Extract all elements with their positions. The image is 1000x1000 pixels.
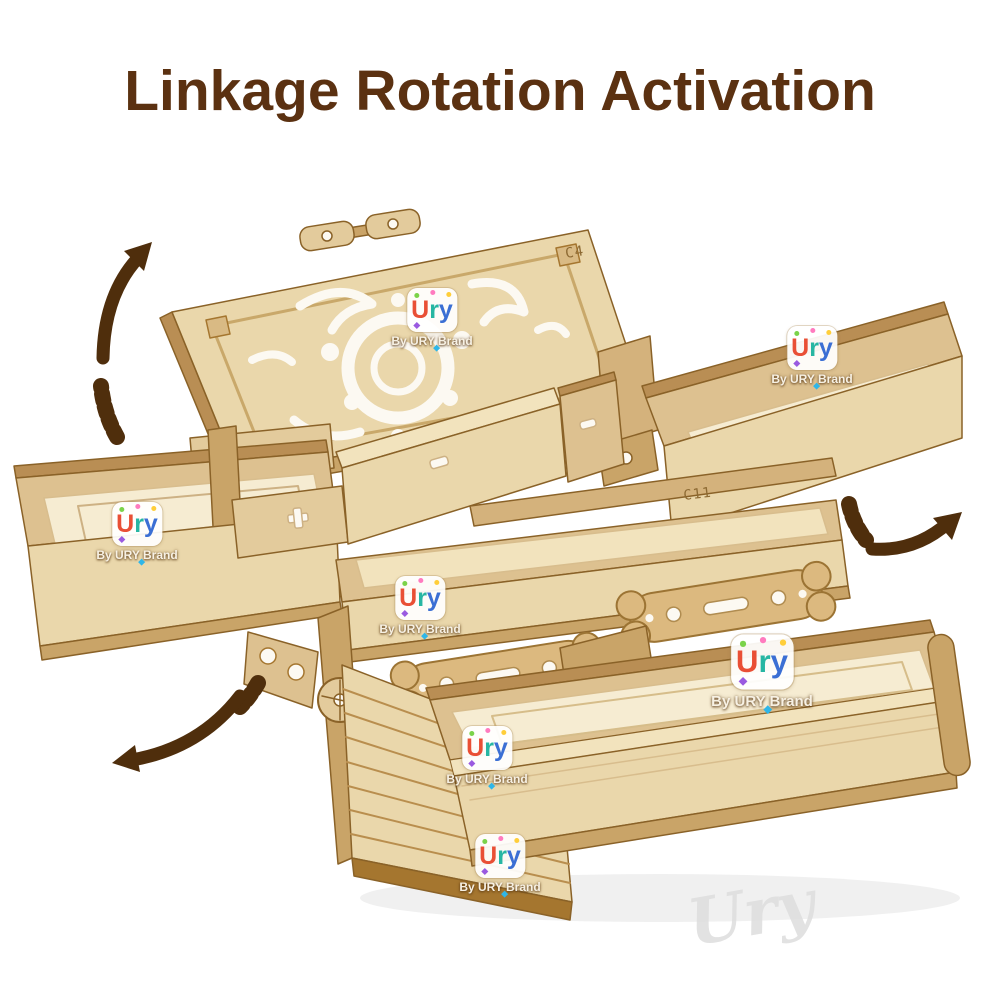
bottom-drawer (425, 619, 971, 867)
rotation-arrows (93, 242, 962, 772)
arrow-upper-left-striped (93, 378, 125, 445)
center-tiers: C11 (231, 371, 843, 603)
arrow-lower-left (125, 689, 247, 767)
arrow-lower-left-striped (232, 675, 266, 715)
arrow-right-striped (841, 496, 874, 548)
part-label-c11: C11 (683, 485, 713, 504)
arrow-right (865, 516, 955, 556)
page-title: Linkage Rotation Activation (124, 59, 876, 123)
part-label-c4: C4 (564, 243, 585, 262)
lid-hinge (299, 208, 421, 252)
arrow-upper-left (96, 251, 145, 365)
